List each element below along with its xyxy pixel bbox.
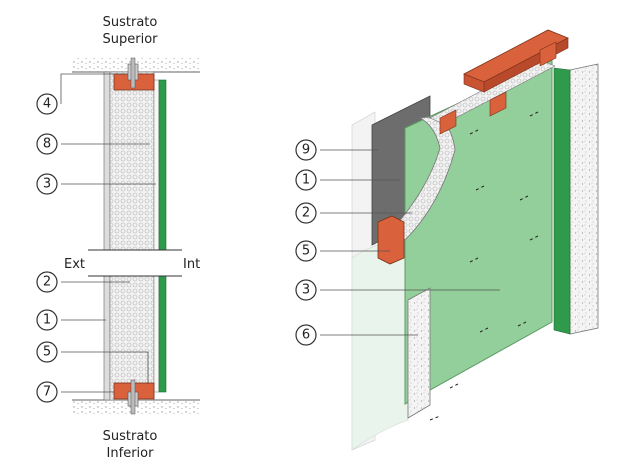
callout-5-iso <box>295 240 317 262</box>
callout-6 <box>295 324 317 346</box>
svg-text:2: 2 <box>302 206 310 221</box>
section-view: Sustrato Superior Sustrato Inferior Ext … <box>36 15 200 461</box>
upper-wall-section <box>103 57 167 251</box>
interior-board <box>569 63 599 335</box>
svg-text:1: 1 <box>302 173 310 188</box>
bottom-substrate-label-1: Sustrato <box>103 429 158 444</box>
top-substrate-label-1: Sustrato <box>103 15 158 30</box>
callout-3-iso <box>295 279 317 301</box>
svg-text:3: 3 <box>302 283 310 298</box>
svg-text:8: 8 <box>43 137 51 152</box>
callout-1-section <box>36 309 58 331</box>
bottom-substrate-label-2: Inferior <box>107 446 155 461</box>
svg-text:3: 3 <box>43 177 51 192</box>
side-timber-stud <box>377 215 405 265</box>
svg-text:5: 5 <box>43 345 51 360</box>
callout-9 <box>295 139 317 161</box>
interior-label: Int <box>183 257 200 272</box>
isometric-view: 9 1 2 5 3 6 <box>295 29 599 451</box>
callout-3-section <box>36 173 58 195</box>
svg-text:2: 2 <box>43 275 51 290</box>
callout-4 <box>36 93 58 115</box>
top-substrate-label-2: Superior <box>103 32 159 47</box>
lower-wall-section <box>103 275 167 415</box>
lower-panel <box>407 287 431 419</box>
exterior-label: Ext <box>64 257 85 272</box>
callout-2-iso <box>295 202 317 224</box>
svg-text:1: 1 <box>43 313 51 328</box>
svg-text:7: 7 <box>43 385 51 400</box>
callout-5-section <box>36 341 58 363</box>
svg-text:9: 9 <box>302 143 310 158</box>
svg-text:6: 6 <box>302 328 310 343</box>
callout-2-section <box>36 271 58 293</box>
svg-text:4: 4 <box>43 97 51 112</box>
callout-1-iso <box>295 169 317 191</box>
bottom-substrate-slab <box>72 400 200 414</box>
fasteners <box>429 111 539 421</box>
svg-text:5: 5 <box>302 244 310 259</box>
callout-7 <box>36 381 58 403</box>
callout-8 <box>36 133 58 155</box>
